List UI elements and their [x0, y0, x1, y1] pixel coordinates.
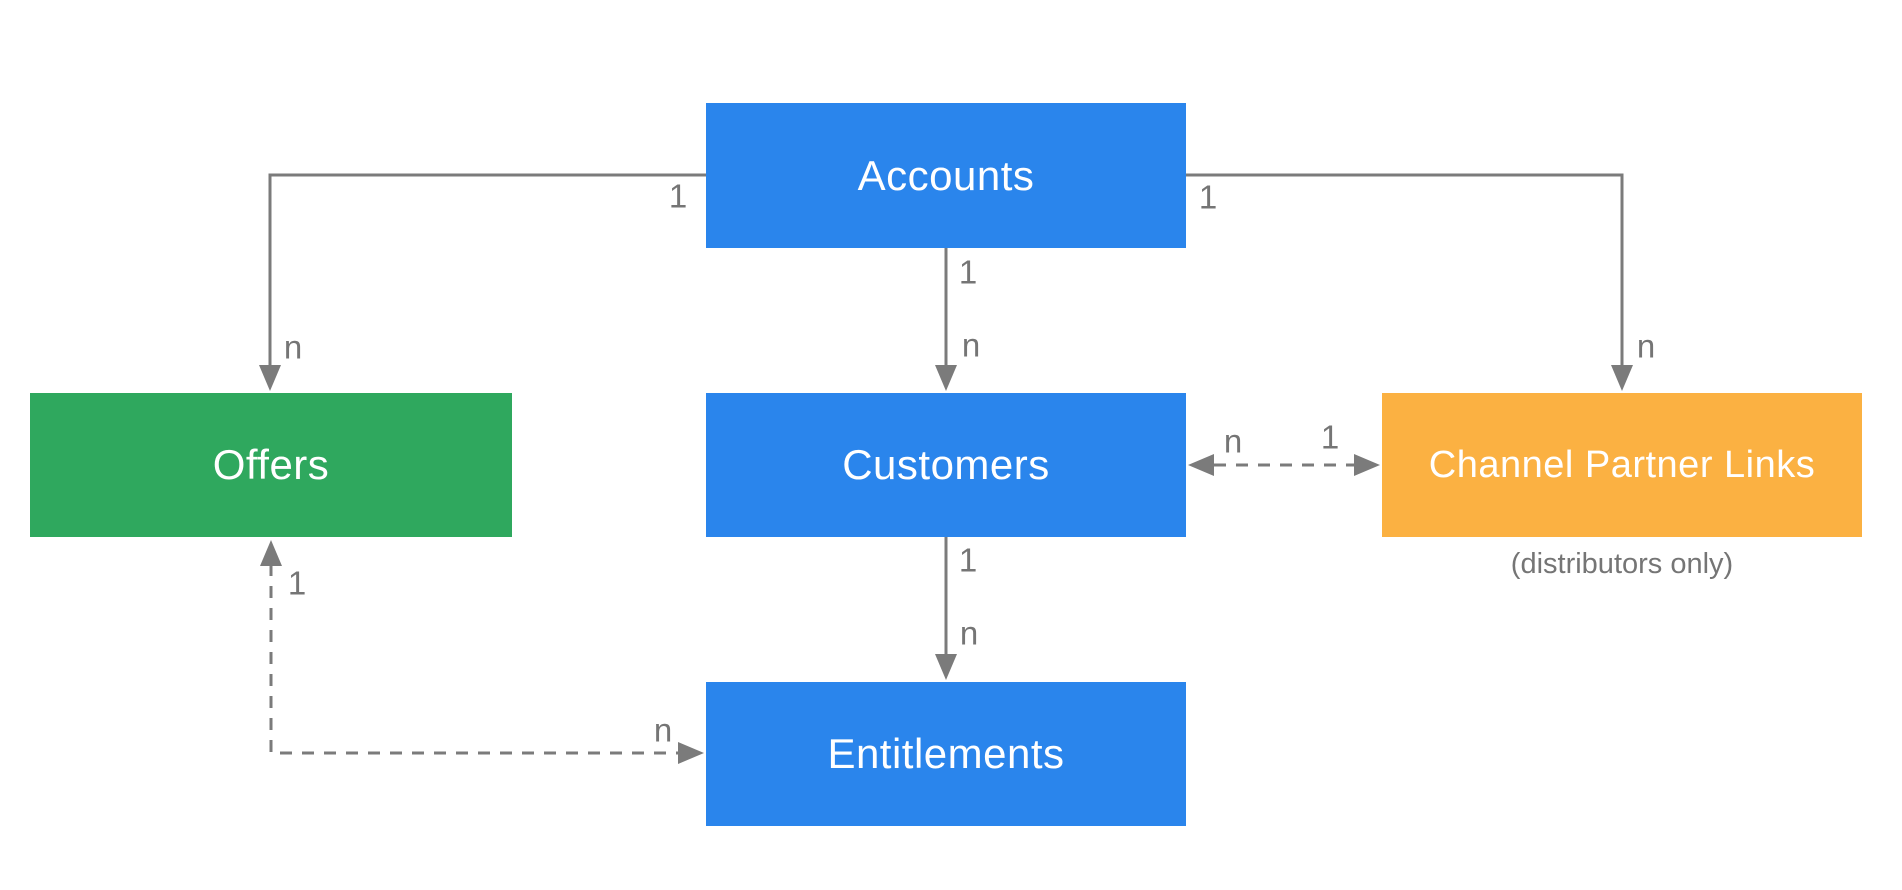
cardinality-accounts-cpl-far: n	[1636, 327, 1656, 365]
cardinality-accounts-customers-far: n	[961, 326, 981, 364]
entity-label: Customers	[842, 441, 1050, 488]
arrowhead-right-icon	[1354, 454, 1380, 476]
arrowhead-left-icon	[1188, 454, 1214, 476]
connector-customers-channel-partner-links	[1188, 454, 1380, 476]
arrowhead-right-icon	[678, 742, 704, 764]
entity-label: Entitlements	[827, 730, 1065, 777]
arrowhead-down-icon	[935, 365, 957, 391]
cardinality-offers-entitlements-near: 1	[287, 564, 307, 602]
entity-customers: Customers	[706, 393, 1186, 537]
connector-offers-entitlements	[260, 540, 704, 764]
cardinality-offers-entitlements-far: n	[653, 711, 673, 749]
connector-accounts-offers	[259, 173, 706, 391]
cardinality-customers-entitlements-far: n	[959, 614, 979, 652]
cardinality-accounts-offers-far: n	[283, 328, 303, 366]
entity-accounts: Accounts	[706, 103, 1186, 248]
entity-offers: Offers	[30, 393, 512, 537]
cardinality-accounts-cpl-near: 1	[1198, 178, 1218, 216]
cardinality-customers-cpl-near: n	[1223, 422, 1243, 460]
cardinality-accounts-customers-near: 1	[958, 253, 978, 291]
entity-channel-partner-links: Channel Partner Links	[1382, 393, 1862, 537]
connector-line	[269, 564, 678, 755]
arrowhead-down-icon	[1611, 365, 1633, 391]
arrowhead-down-icon	[935, 654, 957, 680]
arrowhead-up-icon	[260, 540, 282, 566]
connector-accounts-customers	[935, 248, 957, 391]
entity-label: Offers	[212, 441, 330, 488]
connector-line	[268, 173, 706, 381]
cardinality-accounts-offers-near: 1	[668, 177, 688, 215]
entity-label: Channel Partner Links	[1428, 443, 1816, 486]
entity-label: Accounts	[857, 151, 1035, 199]
channel-partner-links-caption: (distributors only)	[1510, 548, 1734, 580]
arrowhead-down-icon	[259, 365, 281, 391]
cardinality-customers-cpl-far: 1	[1320, 418, 1340, 456]
cardinality-customers-entitlements-near: 1	[958, 541, 978, 579]
connector-accounts-channel-partner-links	[1186, 173, 1633, 391]
connector-customers-entitlements	[935, 537, 957, 680]
entity-entitlements: Entitlements	[706, 682, 1186, 826]
connector-line	[1186, 173, 1624, 381]
